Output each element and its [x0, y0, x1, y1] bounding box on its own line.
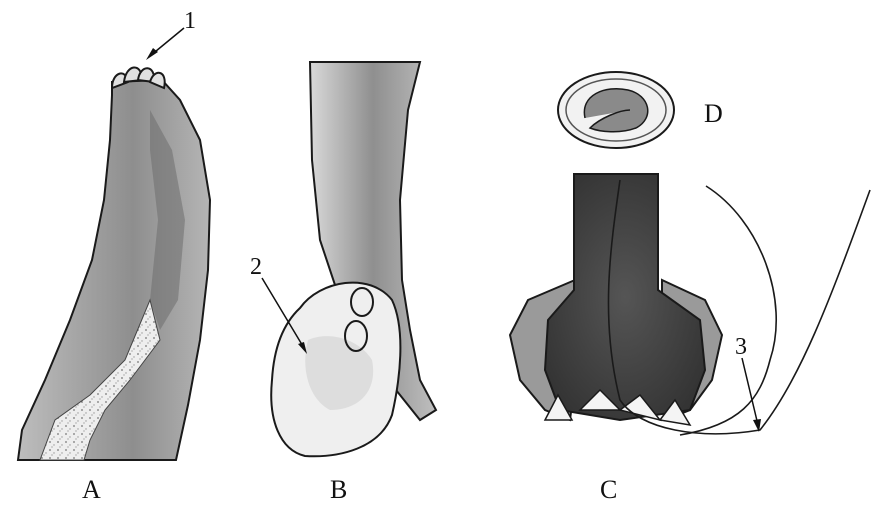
- panel-b-drawing: 2: [250, 62, 436, 456]
- callout-2-label: 2: [250, 254, 262, 280]
- callout-3-arrow: [742, 358, 758, 425]
- panel-a-drawing: 1: [18, 8, 210, 460]
- panel-b-label: B: [330, 475, 347, 504]
- panel-d-drawing: D: [558, 72, 723, 148]
- panel-c-label: C: [600, 475, 617, 504]
- panel-c-drawing: 3: [510, 174, 870, 435]
- panel-a-label: A: [82, 475, 101, 504]
- panel-d-label: D: [704, 99, 723, 128]
- callout-1-label: 1: [184, 8, 196, 34]
- panel-d-inner-fold: [584, 89, 647, 132]
- callout-3-label: 3: [735, 334, 747, 360]
- callout-1-arrowhead: [146, 48, 158, 60]
- panel-a-outer-tissue: [18, 80, 210, 460]
